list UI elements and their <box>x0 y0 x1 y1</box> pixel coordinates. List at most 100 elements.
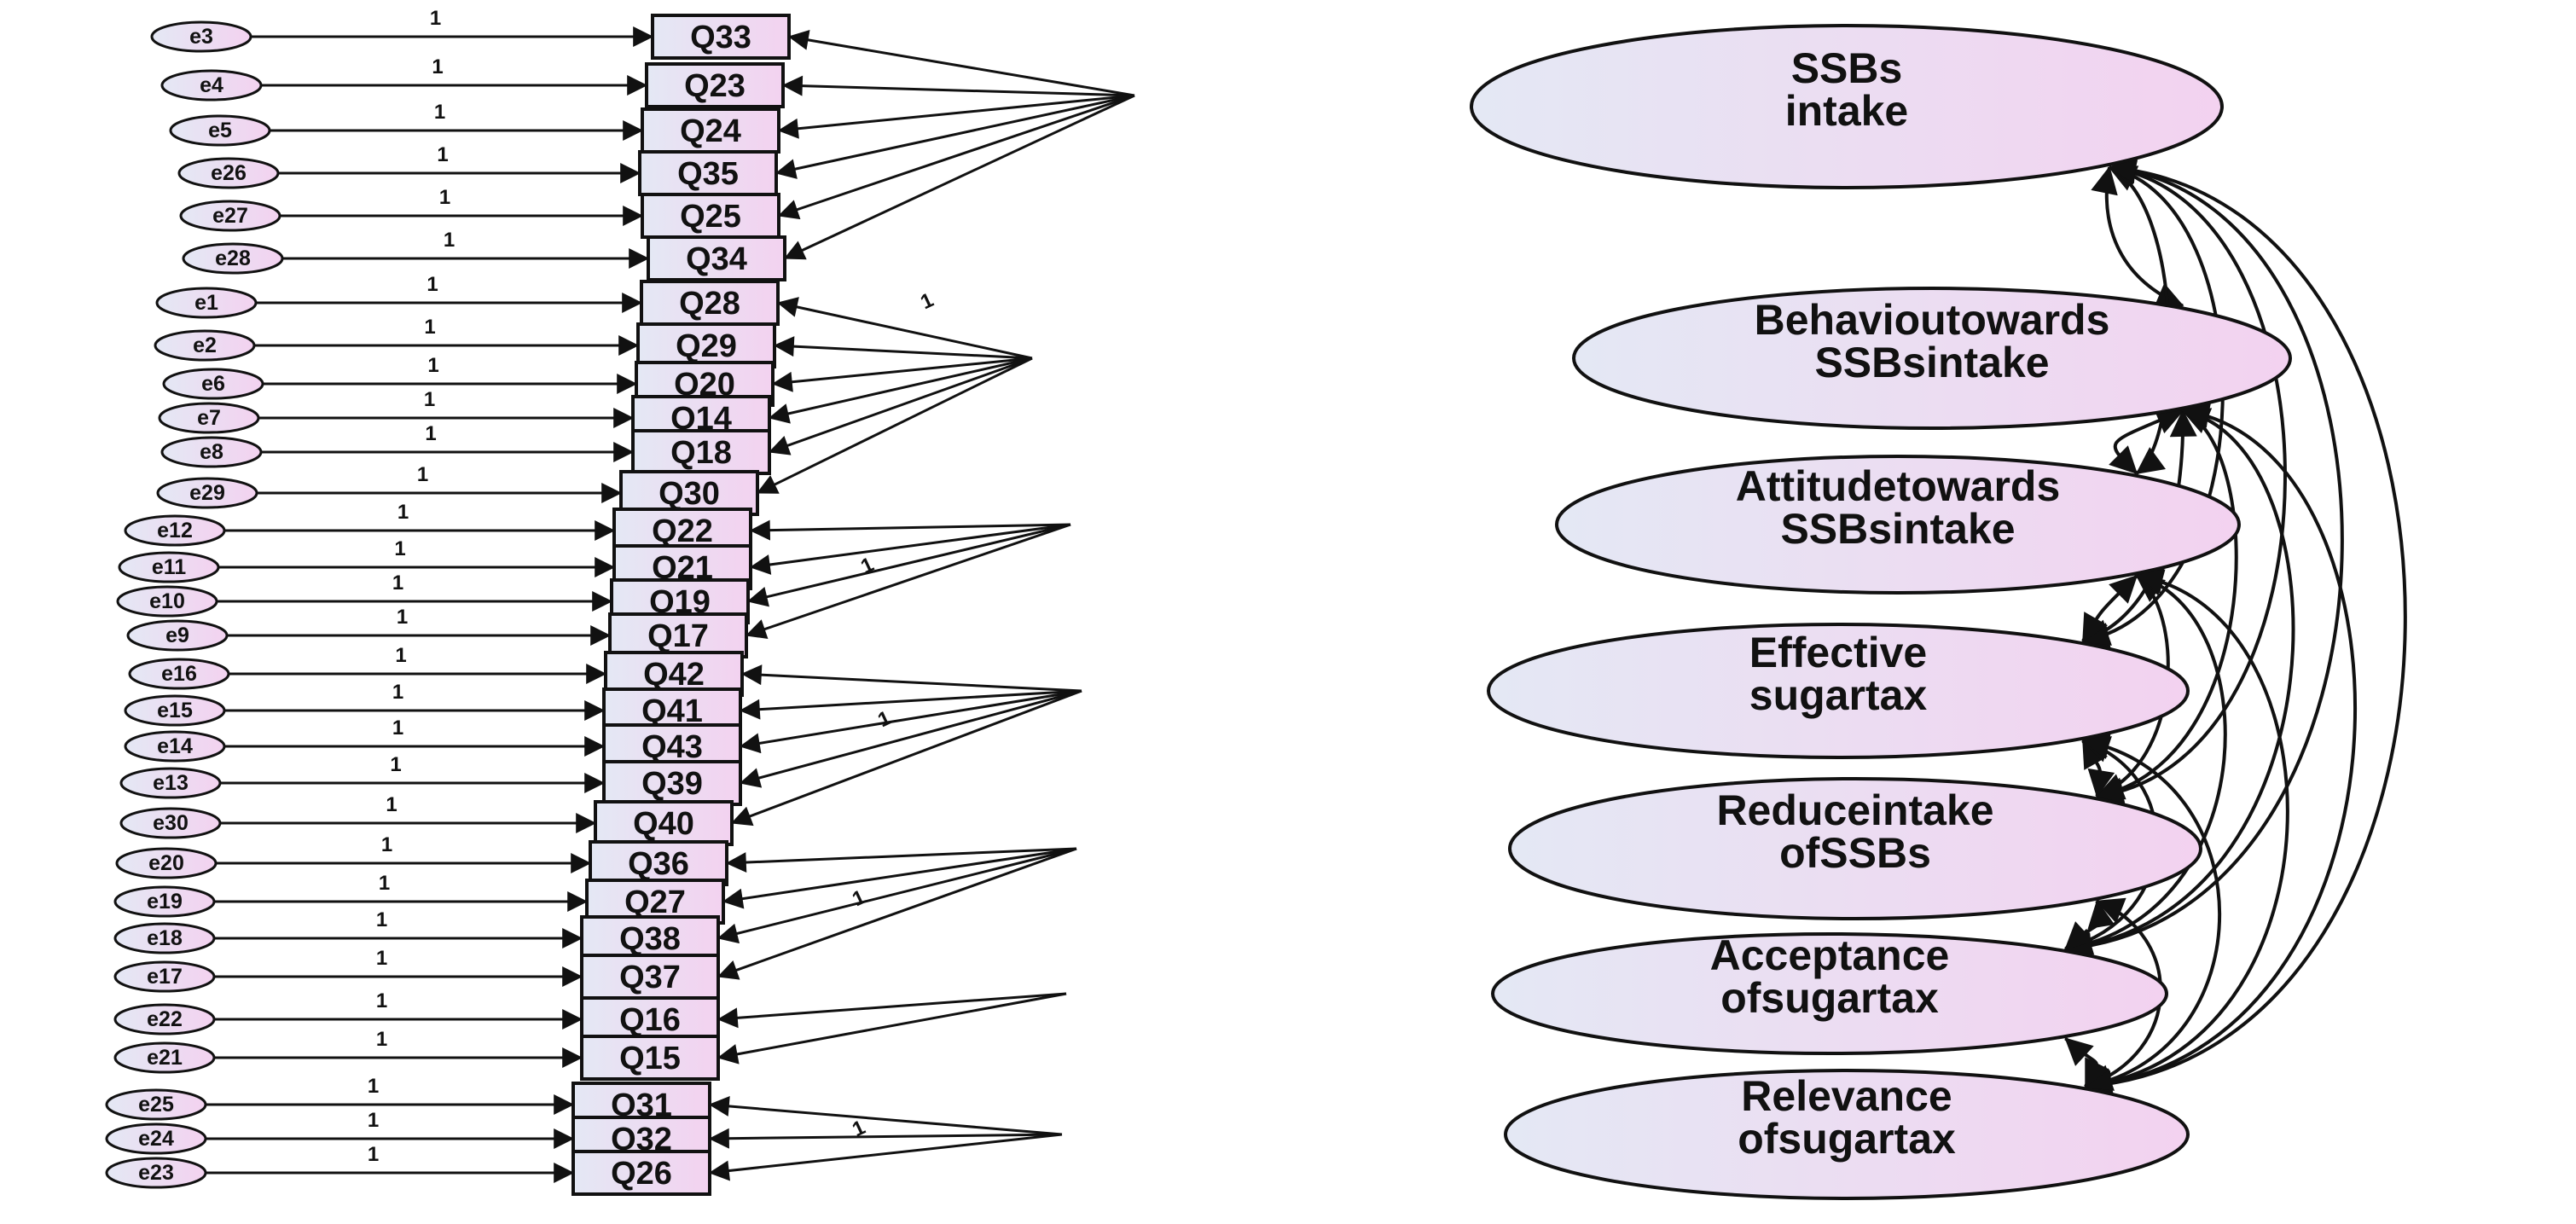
error-term-label: e12 <box>157 519 193 542</box>
error-term-ellipse <box>115 847 218 879</box>
indicator-box <box>636 322 776 368</box>
loading-arrow-q17 <box>745 523 1071 639</box>
error-path-label: 1 <box>368 1075 379 1098</box>
latent-rel-label: Relevance <box>1741 1072 1952 1120</box>
indicator-label: Q42 <box>643 657 705 693</box>
indicator-label: Q30 <box>659 476 720 512</box>
error-term-ellipse <box>105 1122 207 1155</box>
error-term-label: e24 <box>138 1127 174 1151</box>
error-path-label: 1 <box>376 989 387 1012</box>
error-path-label: 1 <box>424 316 435 339</box>
error-term-label: e5 <box>208 119 232 142</box>
latent-att-ellipse <box>1555 455 2241 595</box>
latent-ssbs-label: intake <box>1785 87 1909 135</box>
error-path-label: 1 <box>390 753 401 776</box>
error-term-label: e3 <box>189 25 213 49</box>
indicator-label: Q24 <box>680 113 741 149</box>
latent-att-label: Attitudetowards <box>1736 462 2061 510</box>
error-path-label: 1 <box>427 354 438 377</box>
indicator-box <box>641 193 780 239</box>
error-path-label: 1 <box>368 1143 379 1166</box>
latent-rel-label: ofsugartax <box>1738 1115 1956 1163</box>
loading-arrow-q16 <box>717 992 1067 1029</box>
error-path-label: 1 <box>395 644 406 667</box>
error-path-label: 1 <box>425 422 436 445</box>
error-term-label: e6 <box>201 372 225 396</box>
error-path-label: 1 <box>439 186 450 209</box>
error-path-label: 1 <box>437 143 448 166</box>
error-term-label: e17 <box>147 965 183 989</box>
error-path-label: 1 <box>392 571 403 595</box>
loading-arrow-q40 <box>730 689 1082 827</box>
loading-arrow-q33 <box>787 29 1135 97</box>
error-term-label: e25 <box>138 1093 174 1117</box>
indicator-label: Q28 <box>679 286 740 322</box>
indicator-box <box>571 1150 711 1196</box>
latent-red-label: Reduceintake <box>1716 786 1993 834</box>
indicator-label: Q26 <box>611 1156 672 1192</box>
indicator-box <box>651 14 791 60</box>
indicator-box <box>580 1035 720 1081</box>
latent-eff-ellipse <box>1487 623 2190 759</box>
loading-arrow-q23 <box>781 75 1135 97</box>
loading-arrow-q28 <box>776 297 1033 360</box>
error-path-label: 1 <box>392 716 403 740</box>
error-term-ellipse <box>169 114 271 147</box>
covariance-arrow-ssbs-rel <box>2084 155 2407 1099</box>
error-term-label: e1 <box>194 291 218 315</box>
loading-arrow-q38 <box>717 847 1077 944</box>
error-term-ellipse <box>177 157 280 189</box>
indicator-label: Q17 <box>647 618 709 654</box>
error-term-ellipse <box>113 922 216 954</box>
latent-beh-label: Behavioutowards <box>1755 296 2110 344</box>
error-term-ellipse <box>119 767 222 799</box>
error-path-label: 1 <box>430 7 441 30</box>
indicator-label: Q25 <box>680 199 741 235</box>
latent-beh-ellipse <box>1572 287 2292 430</box>
error-term-label: e15 <box>157 699 193 722</box>
loading-arrow-q30 <box>756 357 1033 495</box>
error-path-label: 1 <box>432 55 443 78</box>
loading-arrow-q42 <box>740 664 1082 693</box>
latent-ssbs-label: SSBs <box>1791 44 1903 92</box>
loading-label-beh: 1 <box>917 288 937 314</box>
error-term-label: e14 <box>157 734 193 758</box>
error-term-ellipse <box>162 368 264 400</box>
indicator-box <box>619 470 759 516</box>
indicator-label: Q39 <box>641 766 703 802</box>
latent-red-ellipse <box>1508 777 2202 920</box>
error-path-label: 1 <box>397 606 408 629</box>
indicator-label: Q37 <box>619 960 681 995</box>
error-term-label: e18 <box>147 926 183 950</box>
indicator-label: Q27 <box>624 885 686 920</box>
indicator-label: Q33 <box>690 20 751 55</box>
loading-label-red: 1 <box>849 885 869 911</box>
covariance-arrow-att-rel <box>2084 566 2289 1097</box>
error-path-label: 1 <box>424 388 435 411</box>
error-term-label: e10 <box>149 589 185 613</box>
error-term-label: e16 <box>161 662 197 686</box>
error-term-label: e23 <box>138 1161 174 1185</box>
loading-arrow-q35 <box>775 94 1135 179</box>
loading-arrow-q21 <box>749 523 1071 575</box>
indicator-box <box>602 760 742 806</box>
covariance-arrow-eff-rel <box>2081 732 2222 1095</box>
latent-rel-ellipse <box>1504 1069 2190 1200</box>
error-term-ellipse <box>105 1157 207 1189</box>
error-term-label: e21 <box>147 1046 183 1070</box>
error-path-label: 1 <box>379 872 390 895</box>
error-path-label: 1 <box>394 537 405 560</box>
error-term-ellipse <box>155 287 258 319</box>
error-term-ellipse <box>116 585 218 618</box>
error-term-ellipse <box>126 619 229 652</box>
error-path-label: 1 <box>434 101 445 124</box>
error-path-label: 1 <box>397 501 409 524</box>
error-term-label: e20 <box>148 851 184 875</box>
indicator-label: Q43 <box>641 729 703 765</box>
indicator-label: Q40 <box>633 806 694 842</box>
indicator-label: Q16 <box>619 1002 681 1038</box>
covariance-arrow-eff-red <box>2081 740 2115 798</box>
loading-arrow-q19 <box>746 523 1071 607</box>
error-term-ellipse <box>124 694 226 727</box>
